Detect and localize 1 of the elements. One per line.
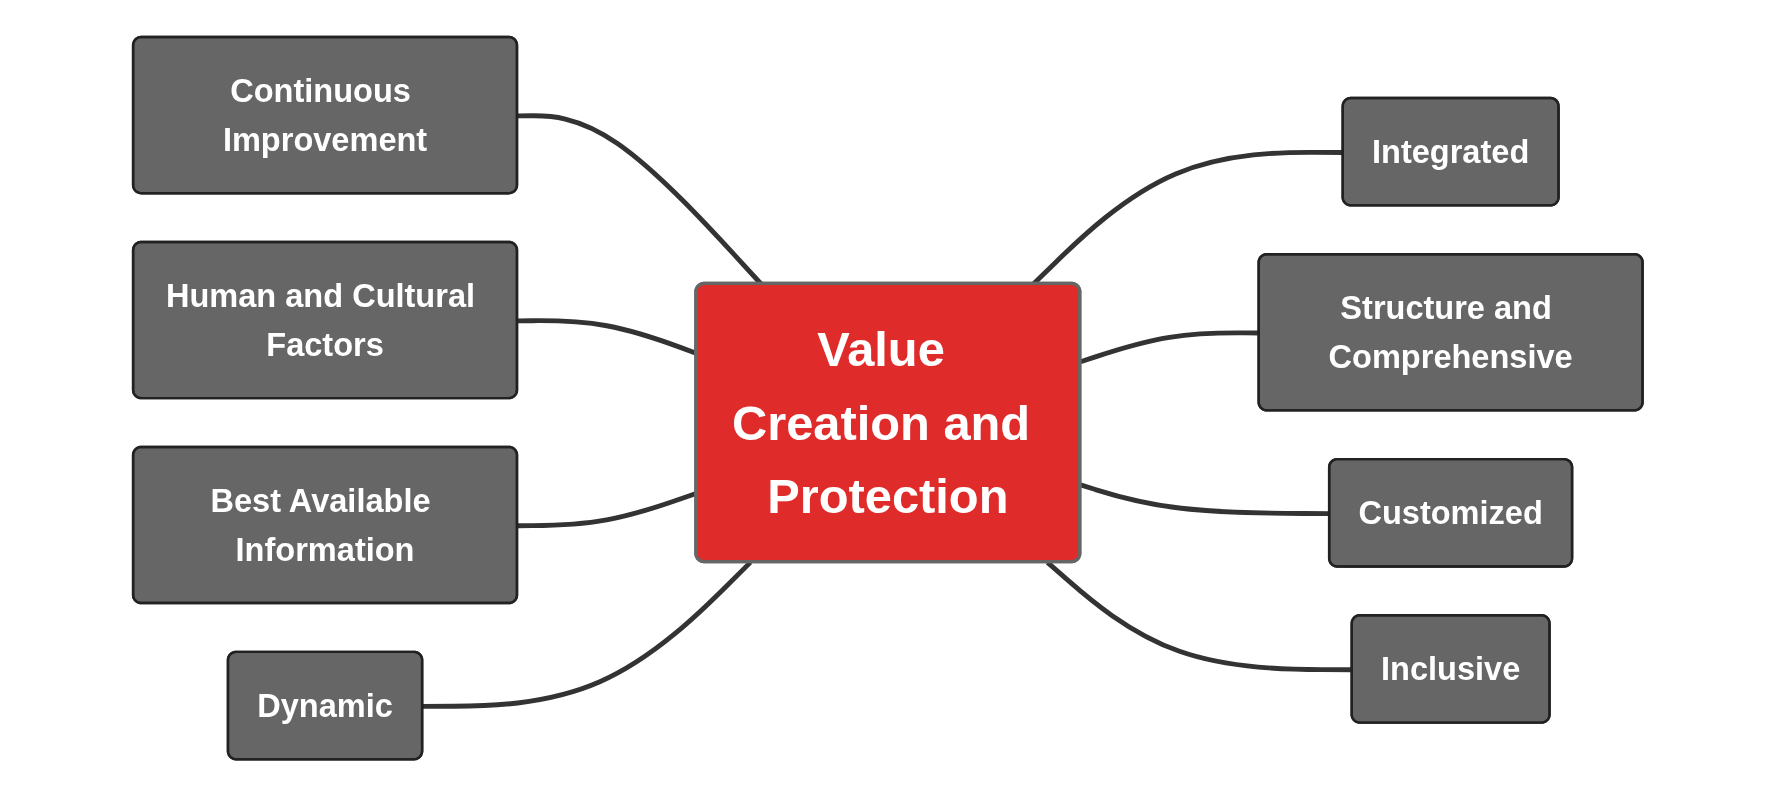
connector [1079,330,1260,364]
